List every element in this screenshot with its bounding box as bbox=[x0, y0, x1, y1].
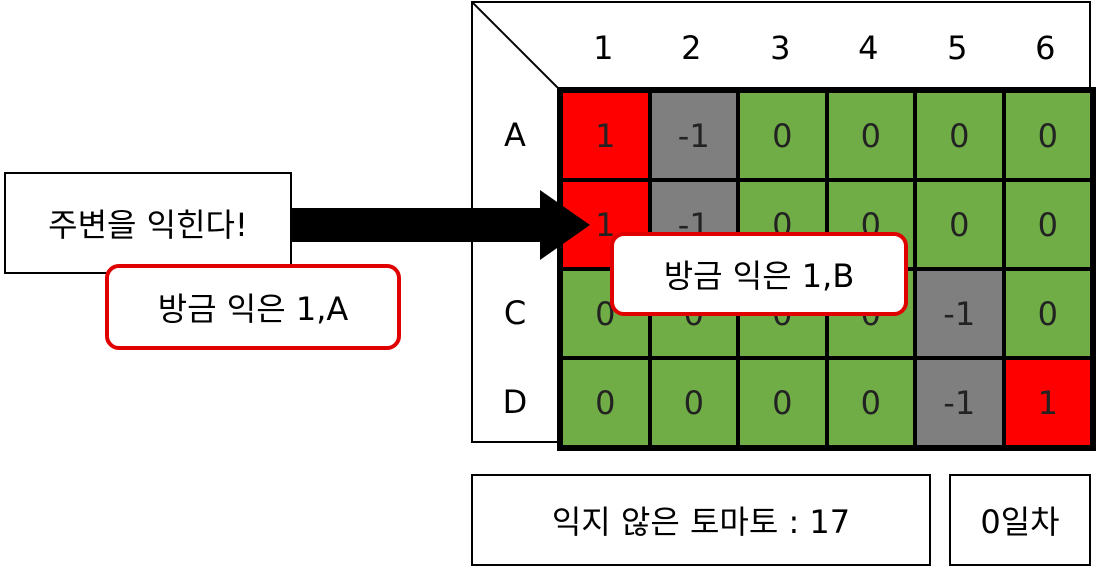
row-header: D bbox=[502, 383, 528, 421]
unripe-count-box: 익지 않은 토마토 : 17 bbox=[471, 474, 931, 566]
grid-cell: -1 bbox=[649, 91, 738, 180]
column-header: 2 bbox=[681, 29, 702, 67]
grid-cell: 1 bbox=[1003, 358, 1092, 447]
grid-cell: 0 bbox=[915, 91, 1004, 180]
column-header: 5 bbox=[947, 29, 968, 67]
grid-cell: 0 bbox=[649, 358, 738, 447]
column-header: 6 bbox=[1035, 29, 1056, 67]
callout-ripe-1b: 방금 익은 1,B bbox=[610, 232, 908, 316]
day-counter-box: 0일차 bbox=[949, 474, 1091, 566]
corner-diagonal bbox=[471, 1, 561, 91]
grid-cell: -1 bbox=[915, 358, 1004, 447]
row-header: C bbox=[503, 294, 527, 332]
grid-cell: -1 bbox=[915, 269, 1004, 358]
grid-cell: 0 bbox=[826, 91, 915, 180]
grid-cell: 0 bbox=[1003, 269, 1092, 358]
grid-cell: 0 bbox=[1003, 91, 1092, 180]
callout-ripe-1a: 방금 익은 1,A bbox=[105, 264, 401, 350]
grid-cell: 0 bbox=[738, 358, 827, 447]
grid-cell: 0 bbox=[738, 91, 827, 180]
grid-cell: 1 bbox=[561, 91, 650, 180]
grid-cell: 0 bbox=[1003, 180, 1092, 269]
spread-arrow-icon bbox=[290, 190, 590, 260]
spread-label-box: 주변을 익힌다! bbox=[4, 172, 292, 274]
column-header: 3 bbox=[770, 29, 791, 67]
grid-cell: 0 bbox=[826, 358, 915, 447]
grid-cell: 0 bbox=[915, 180, 1004, 269]
column-header: 1 bbox=[593, 29, 614, 67]
column-header: 4 bbox=[858, 29, 879, 67]
grid-cell: 0 bbox=[561, 358, 650, 447]
row-header: A bbox=[504, 116, 526, 154]
tomato-grid: 1 -1 0 0 0 0 1 -1 0 0 0 0 0 0 0 0 -1 0 0… bbox=[557, 87, 1096, 451]
